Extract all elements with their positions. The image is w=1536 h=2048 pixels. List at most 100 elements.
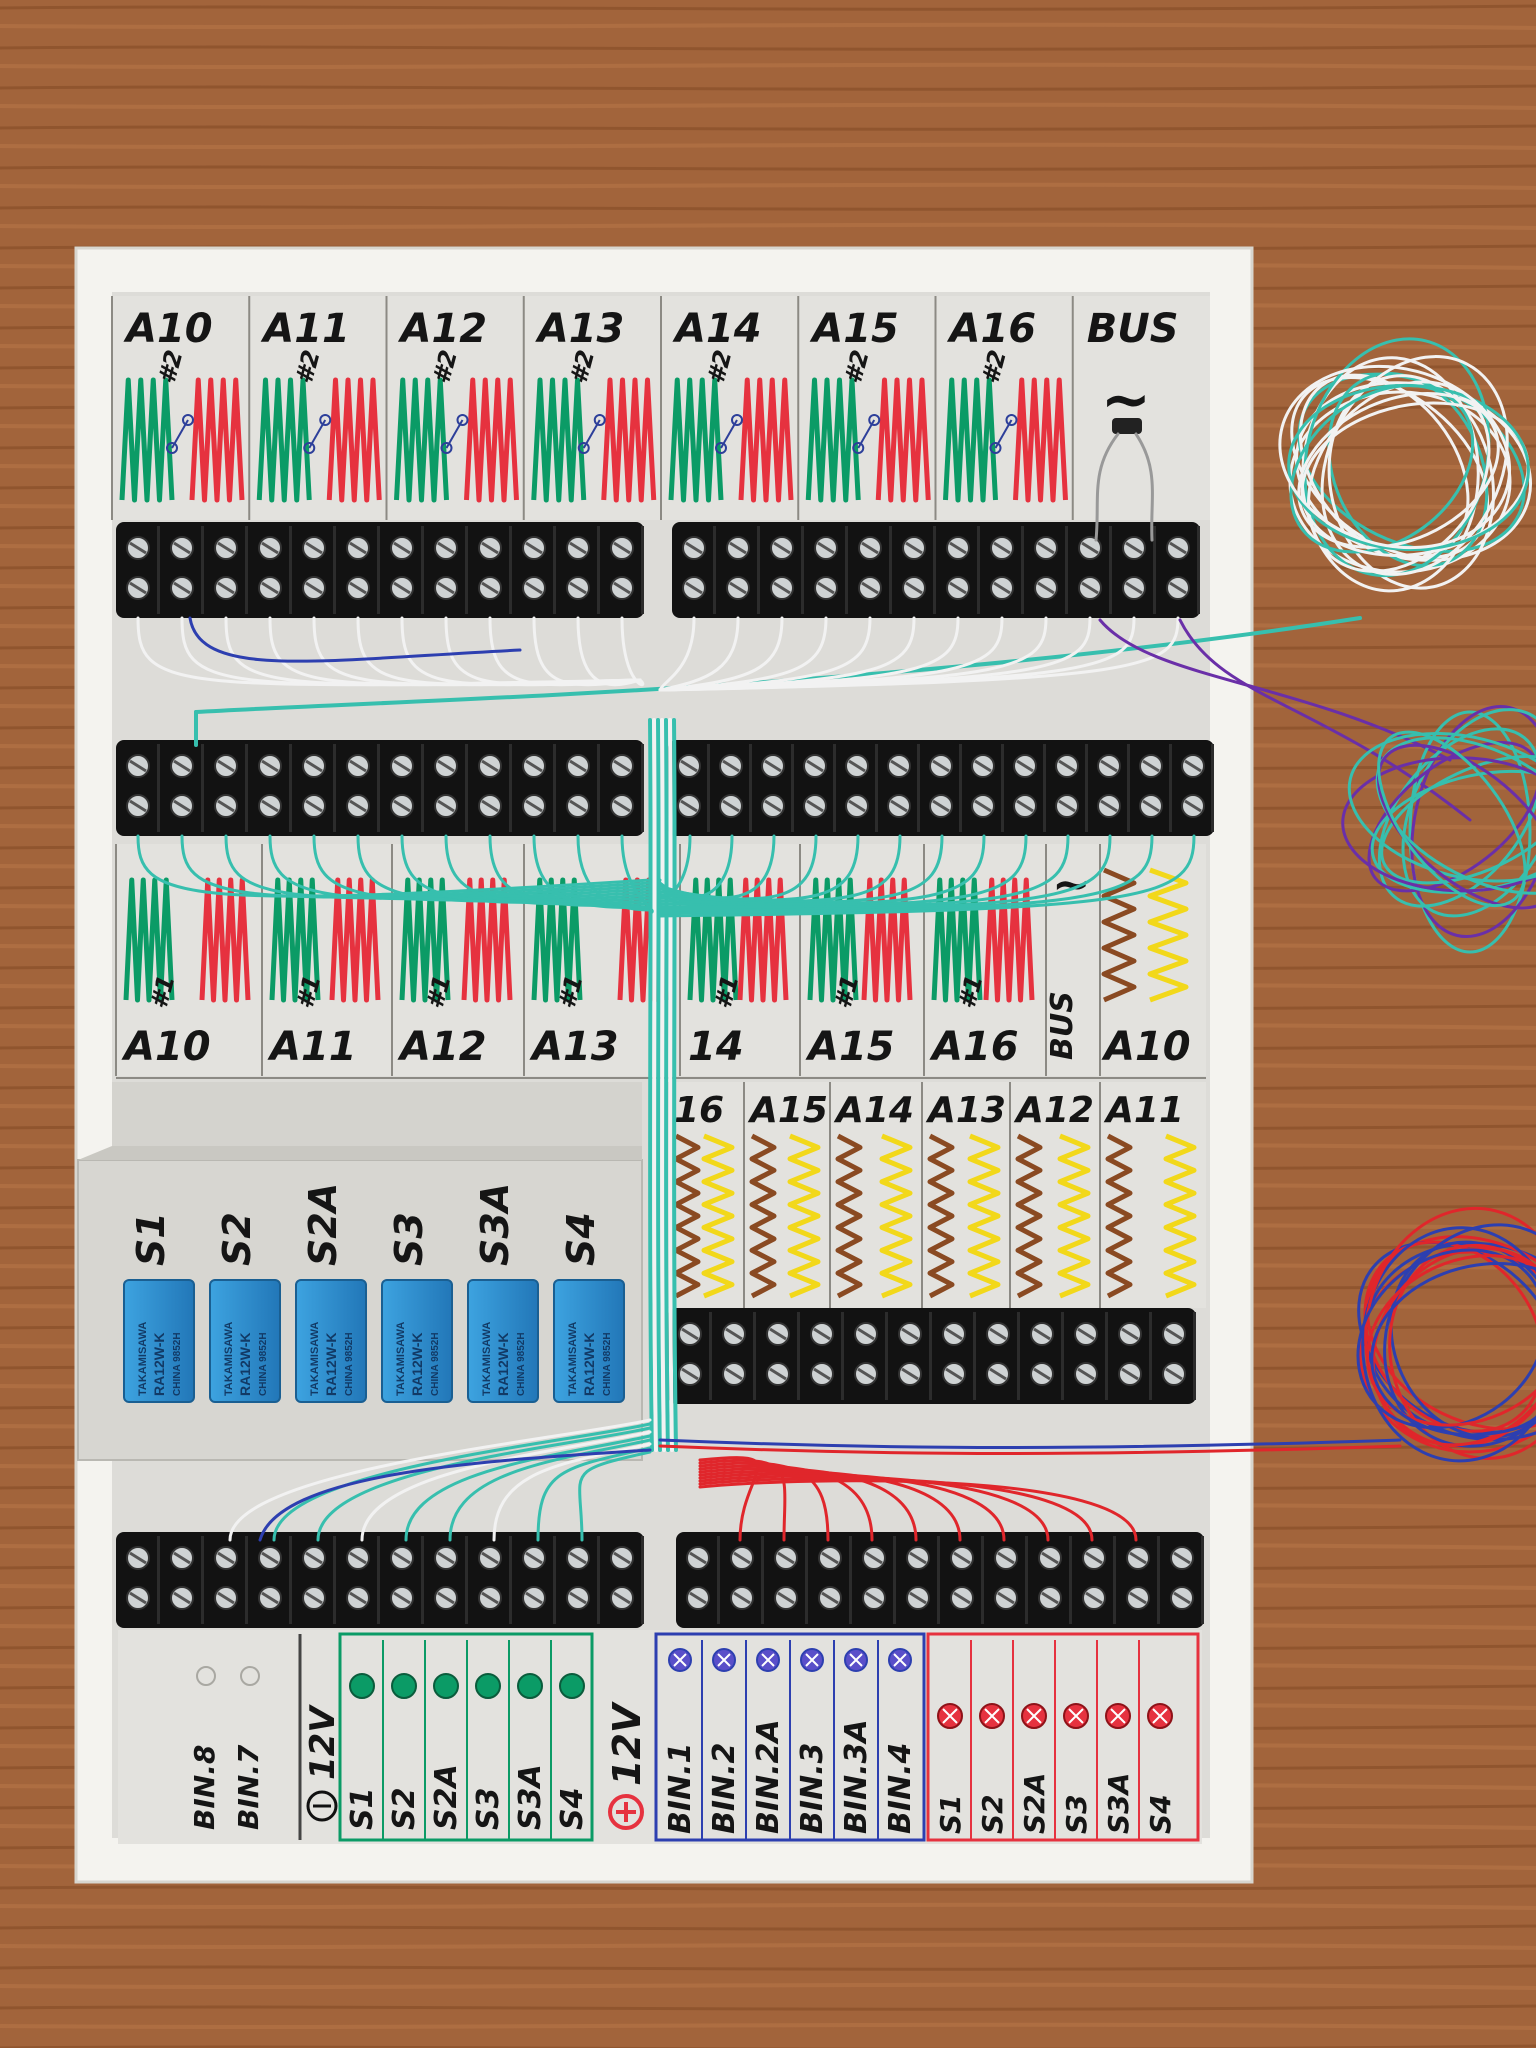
mid-label-a12: A12 <box>397 1024 487 1070</box>
bottom-gray-bin8: BIN.8 <box>188 1745 221 1830</box>
top-label-a14: A14 <box>672 306 762 352</box>
green-coil-mark <box>256 377 312 503</box>
relay-model: RA12W-K <box>409 1333 425 1397</box>
relay-model: RA12W-K <box>323 1333 339 1397</box>
blue-wire <box>258 1448 652 1542</box>
mid-label-a16: A16 <box>929 1024 1019 1070</box>
component-lead <box>1094 432 1120 542</box>
white-loop-wire <box>576 616 642 687</box>
teal-loop-wire <box>356 834 652 903</box>
green-dot-icon <box>559 1673 585 1699</box>
red-coil-mark <box>326 377 382 503</box>
teal-loop-wire <box>658 834 944 904</box>
terminal-block-top-left <box>116 522 644 618</box>
red-coil-mark <box>199 877 251 1003</box>
terminal-block-upper-left <box>116 740 644 836</box>
trunk-wire <box>648 718 654 1452</box>
teal-loop-wire <box>620 834 654 915</box>
yellow-coil-mark <box>1163 1133 1197 1299</box>
relay-origin: CHINA 9852H <box>172 1332 183 1396</box>
fanout-wire <box>404 1434 652 1542</box>
teal-purple-coil <box>1341 705 1536 954</box>
white-loop-wire <box>658 616 1180 692</box>
purple-wire <box>1098 618 1452 762</box>
red-frame <box>926 1632 1200 1842</box>
plus-icon <box>608 1794 644 1830</box>
trunk-wire <box>672 718 678 1452</box>
fanout-wire <box>536 1446 652 1542</box>
green-coil-mark <box>531 877 583 1003</box>
fanout-wire <box>272 1422 652 1542</box>
brown-coil-mark <box>1101 867 1137 1003</box>
component-lead <box>1134 432 1154 542</box>
red-coil-mark <box>861 877 913 1003</box>
yellow-coil-mark <box>1147 867 1189 1003</box>
terminal-row-3 <box>668 1308 1196 1404</box>
terminal-block-upper-right <box>668 740 1214 836</box>
mid-label-a13: A13 <box>529 1024 619 1070</box>
brown-coil-mark <box>835 1133 863 1299</box>
fanout-wire <box>448 1438 652 1542</box>
green-coil-mark <box>123 877 175 1003</box>
minus-12v-label: 12V <box>303 1704 343 1780</box>
bottom-gray-bin7: BIN.7 <box>232 1744 265 1830</box>
terminal-row-2 <box>116 740 1214 836</box>
bottom-blue-bin2a: BIN.2A <box>751 1719 786 1834</box>
trunk-wire <box>656 718 662 1452</box>
green-coil-mark <box>668 377 724 503</box>
relay-brand: TAKAMISAWA <box>223 1322 235 1396</box>
red-coil-mark <box>737 877 789 1003</box>
bottom-red-s3: S3 <box>1060 1794 1093 1834</box>
relay-label-s1: S1 <box>129 1212 173 1266</box>
yellow-coil-mark <box>879 1133 913 1299</box>
top-label-bus: BUS <box>1087 306 1179 352</box>
green-dot-icon <box>475 1673 501 1699</box>
bottom-green-s3a: S3A <box>513 1764 548 1830</box>
terminal-block-bottom-left <box>116 1532 644 1628</box>
top-label-a12: A12 <box>398 306 488 352</box>
mid-label-14: 14 <box>688 1024 744 1070</box>
relay-model: RA12W-K <box>581 1333 597 1397</box>
lower-label-16: 16 <box>674 1090 724 1131</box>
trunk-wire <box>668 718 674 1452</box>
relay-model: RA12W-K <box>237 1333 253 1397</box>
plus-12v-label: 12V <box>605 1701 649 1786</box>
brown-coil-mark <box>1015 1133 1043 1299</box>
yellow-coil-mark <box>701 1133 735 1299</box>
trunk-wire <box>664 718 670 1452</box>
bottom-green-s4: S4 <box>555 1788 590 1830</box>
minus-icon <box>306 1790 338 1822</box>
teal-loop-wire <box>136 834 652 898</box>
teal-loop-wire <box>658 834 986 906</box>
bottom-blue-bin4: BIN.4 <box>883 1743 918 1834</box>
red-wire <box>698 1479 1138 1542</box>
green-coil-mark <box>394 377 449 503</box>
green-dot-icon <box>349 1673 375 1699</box>
red-coil-mark <box>601 377 657 503</box>
red-coil-mark <box>329 877 381 1003</box>
brown-coil-mark <box>749 1133 777 1299</box>
bottom-green-s1: S1 <box>345 1788 380 1830</box>
teal-loop-wire <box>658 834 1196 918</box>
white-loop-wire <box>620 616 645 687</box>
mid-label-a11: A11 <box>267 1024 357 1070</box>
bottom-green-s3: S3 <box>471 1788 506 1830</box>
relay-brand: TAKAMISAWA <box>567 1322 579 1396</box>
brown-coil-mark <box>927 1133 955 1299</box>
red-coil-mark <box>738 377 794 503</box>
red-coil-mark <box>983 877 1035 1003</box>
relay-origin: CHINA 9852H <box>344 1332 355 1396</box>
mid-label-a10-right: A10 <box>1101 1024 1191 1070</box>
relay-model: RA12W-K <box>151 1333 167 1397</box>
relay-label-s3: S3 <box>387 1212 431 1266</box>
relay-label-s4: S4 <box>559 1212 603 1266</box>
relay-box <box>77 1082 643 1461</box>
red-coil-mark <box>1013 377 1068 503</box>
teal-loop-wire <box>658 834 1070 909</box>
